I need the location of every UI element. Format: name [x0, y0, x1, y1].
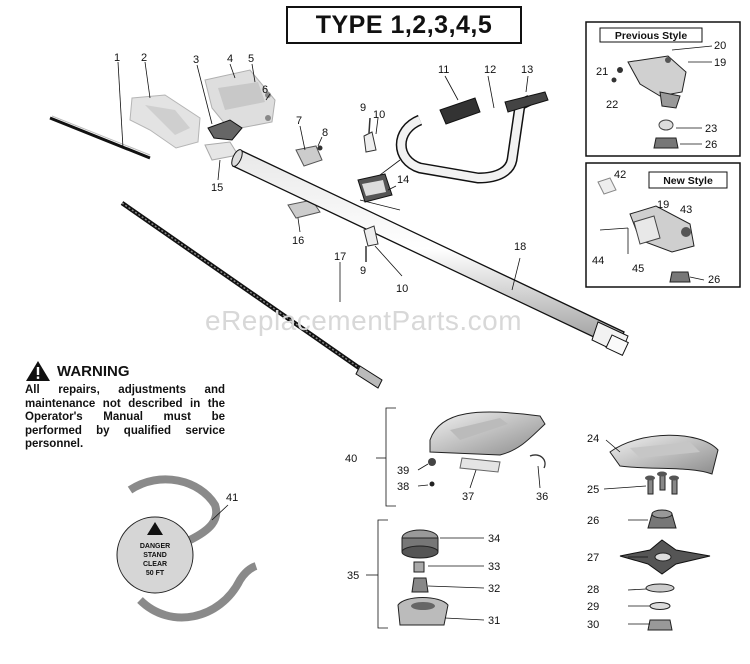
- label-18: 18: [514, 241, 526, 253]
- warning-heading: WARNING: [57, 362, 130, 380]
- label-44: 44: [592, 255, 604, 267]
- part-41-harness-decal: DANGER STAND CLEAR 50 FT: [116, 475, 258, 622]
- decal-line-2: STAND: [143, 552, 167, 559]
- label-26-blade: 26: [587, 515, 599, 527]
- part-17-flex-cable: [120, 201, 383, 389]
- label-5: 5: [248, 53, 254, 65]
- label-7: 7: [296, 115, 302, 127]
- label-4: 4: [227, 53, 233, 65]
- label-6: 6: [262, 84, 268, 96]
- label-12: 12: [484, 64, 496, 76]
- previous-style-label: Previous Style: [615, 30, 688, 42]
- part-15-cover: [204, 141, 239, 181]
- part-1-drive-shaft: [49, 61, 151, 160]
- label-32: 32: [488, 583, 500, 595]
- part-27-blade: [619, 539, 711, 575]
- label-27: 27: [587, 552, 599, 564]
- part-2-housing: [129, 61, 201, 149]
- label-1: 1: [114, 52, 120, 64]
- part-40-guard-assembly: [385, 407, 546, 507]
- label-43: 43: [680, 204, 692, 216]
- label-25: 25: [587, 484, 599, 496]
- label-8: 8: [322, 127, 328, 139]
- label-10-top: 10: [373, 109, 385, 121]
- part-24-blade-guard: [609, 434, 719, 475]
- label-34: 34: [488, 533, 500, 545]
- part-labels: 1 2 3 4 5 6 7 8 9 10 11 12 13 14 15 16 1…: [114, 40, 726, 631]
- label-9-top: 9: [360, 102, 366, 114]
- label-16: 16: [292, 235, 304, 247]
- part-35-trimmer-head: [377, 519, 449, 629]
- decal-line-3: CLEAR: [143, 561, 167, 568]
- label-38: 38: [397, 481, 409, 493]
- part-9-10-screws-bottom: [363, 225, 403, 277]
- label-33: 33: [488, 561, 500, 573]
- label-17: 17: [334, 251, 346, 263]
- part-28-29-30-washers: [645, 583, 675, 631]
- part-7-8-clamp: [295, 125, 323, 167]
- label-3: 3: [193, 54, 199, 66]
- label-37: 37: [462, 491, 474, 503]
- label-30: 30: [587, 619, 599, 631]
- warning-triangle-icon: [26, 361, 50, 381]
- label-28: 28: [587, 584, 599, 596]
- part-4-5-throttle-housing: [204, 63, 276, 131]
- warning-block: WARNING All repairs, adjustments and mai…: [25, 360, 225, 452]
- label-19-prev: 19: [714, 57, 726, 69]
- label-39: 39: [397, 465, 409, 477]
- label-2: 2: [141, 52, 147, 64]
- part-25-bolts: [645, 471, 679, 495]
- label-41: 41: [226, 492, 238, 504]
- part-9-10-screws-top: [363, 117, 379, 153]
- type-title: TYPE 1,2,3,4,5: [286, 6, 522, 44]
- label-14: 14: [397, 174, 409, 186]
- label-45: 45: [632, 263, 644, 275]
- part-26-nut: [647, 509, 677, 529]
- part-3-trigger: [196, 64, 243, 141]
- part-14-handle-bracket: [357, 159, 401, 211]
- part-18-main-tube: [231, 149, 629, 356]
- new-style-label: New Style: [663, 175, 713, 187]
- label-35: 35: [347, 570, 359, 582]
- part-11-12-13-handle: [395, 75, 549, 184]
- label-36: 36: [536, 491, 548, 503]
- label-20: 20: [714, 40, 726, 52]
- part-16-clamp: [287, 199, 321, 233]
- label-9-bottom: 9: [360, 265, 366, 277]
- label-22: 22: [606, 99, 618, 111]
- label-31: 31: [488, 615, 500, 627]
- new-style-box: New Style: [585, 162, 741, 288]
- callout-lines: [366, 439, 650, 625]
- decal-line-4: 50 FT: [146, 570, 165, 577]
- label-21: 21: [596, 66, 608, 78]
- warning-body: All repairs, adjustments and maintenance…: [25, 384, 225, 450]
- label-29: 29: [587, 601, 599, 613]
- warning-heading-row: WARNING: [25, 360, 225, 382]
- label-23: 23: [705, 123, 717, 135]
- watermark: eReplacementParts.com: [205, 305, 523, 336]
- decal-line-1: DANGER: [140, 543, 170, 550]
- label-15: 15: [211, 182, 223, 194]
- label-42: 42: [614, 169, 626, 181]
- previous-style-box: Previous Style: [585, 21, 741, 157]
- label-19-new: 19: [657, 199, 669, 211]
- label-24: 24: [587, 433, 599, 445]
- label-40: 40: [345, 453, 357, 465]
- label-26-prev: 26: [705, 139, 717, 151]
- label-26-new: 26: [708, 274, 720, 286]
- label-11: 11: [438, 64, 449, 76]
- label-10-bottom: 10: [396, 283, 408, 295]
- label-13: 13: [521, 64, 533, 76]
